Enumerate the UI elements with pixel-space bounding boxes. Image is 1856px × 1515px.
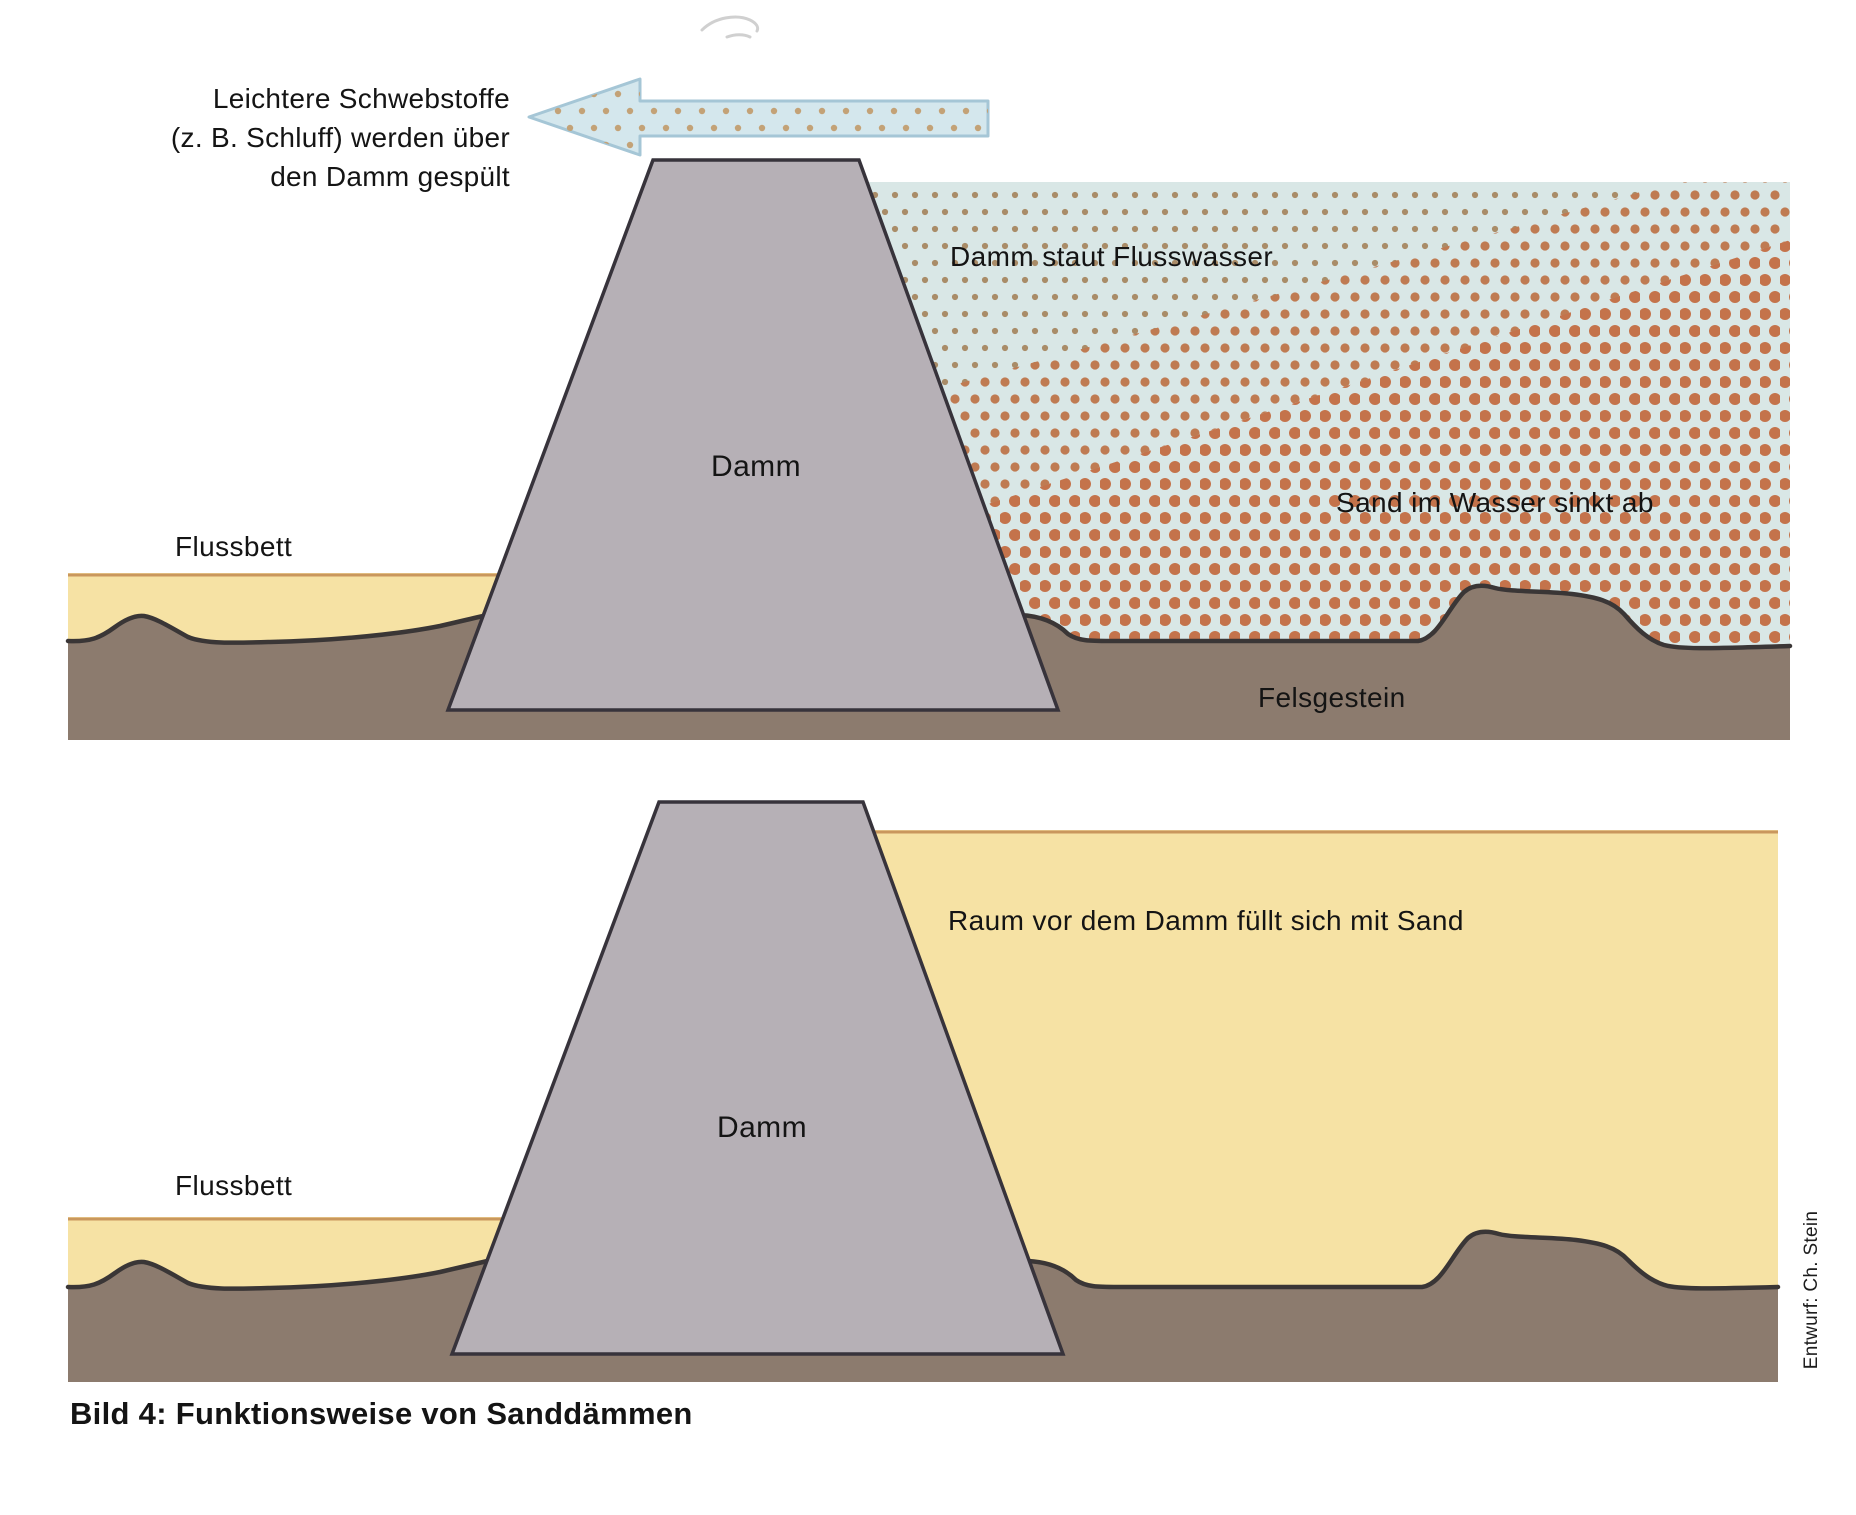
designer-credit: Entwurf: Ch. Stein [1801, 1210, 1822, 1370]
water-label: Damm staut Flusswasser [950, 241, 1274, 272]
overflow-note-line-1: Leichtere Schwebstoffe [212, 83, 510, 114]
flow-arrow-icon [527, 77, 990, 157]
sinking-sand-transition-zone [900, 182, 1790, 505]
overflow-note-line-2: (z. B. Schluff) werden über [170, 122, 510, 153]
lower-bedrock-line-right [1025, 1229, 1781, 1291]
sinking-sand-dense-zone [985, 240, 1790, 660]
upper-riverbed-label: Flussbett [175, 531, 293, 562]
water-sediment-patterns [866, 182, 1790, 660]
sand-fill-label: Raum vor dem Damm füllt sich mit Sand [948, 905, 1464, 936]
upper-panel-shapes [65, 15, 1793, 740]
sand-sink-label: Sand im Wasser sinkt ab [1336, 487, 1654, 518]
lower-bedrock-line-left [65, 1257, 495, 1291]
lower-riverbed-label: Flussbett [175, 1170, 293, 1201]
overflow-note-line-3: den Damm gespült [270, 161, 510, 192]
scan-smudge-2 [725, 33, 752, 39]
upper-bedrock-line-left [65, 611, 495, 645]
figure-caption: Bild 4: Funktionsweise von Sanddämmen [70, 1396, 693, 1431]
lower-panel-shapes [65, 800, 1781, 1382]
lower-dam-label: Damm [717, 1111, 807, 1144]
bedrock-label: Felsgestein [1258, 682, 1406, 713]
overflow-note: Leichtere Schwebstoffe (z. B. Schluff) w… [118, 79, 510, 196]
upper-bedrock-line-right [1017, 583, 1793, 651]
lower-dam-shape [449, 800, 1066, 1356]
upper-dam-shape [445, 158, 1061, 712]
upper-dam-label: Damm [711, 450, 801, 483]
scan-smudge [700, 15, 760, 33]
flow-arrow-dots [529, 79, 988, 155]
